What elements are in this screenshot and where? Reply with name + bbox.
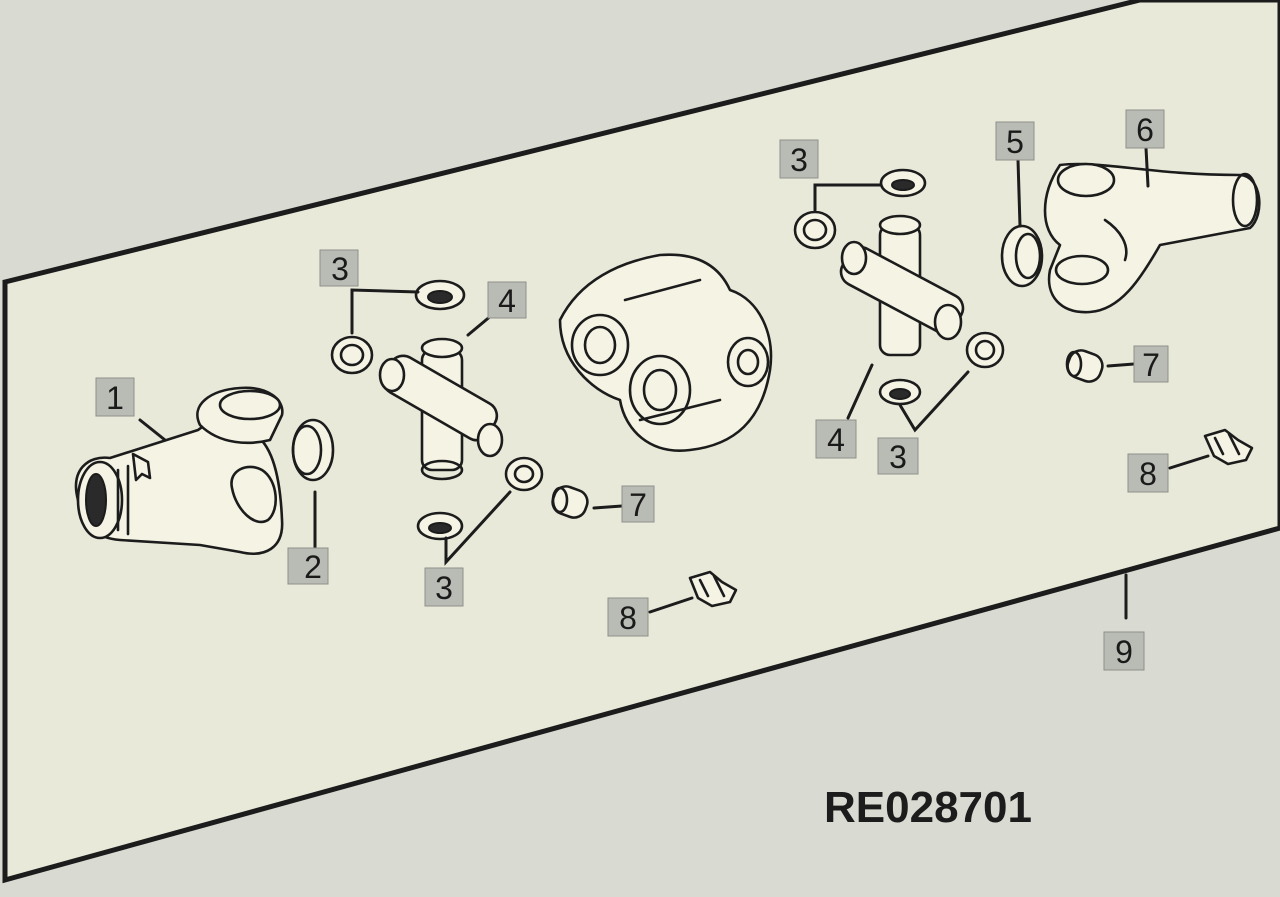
callout-4-right: 4 (815, 419, 857, 459)
callout-3-right-lower: 3 (877, 437, 919, 475)
left-bushing-part (551, 485, 589, 519)
leader-3-right-upper (813, 183, 882, 212)
callout-7-left: 7 (621, 485, 655, 523)
callout-7-left-label: 7 (629, 487, 647, 523)
callout-9-label: 9 (1115, 634, 1133, 670)
callout-4-left-label: 4 (498, 283, 516, 319)
callout-7-right-label: 7 (1142, 347, 1160, 383)
callout-3-left-lower-label: 3 (435, 570, 453, 606)
slip-yoke-part (74, 386, 284, 555)
leader-3-left-lower (444, 490, 512, 566)
tube-yoke-part (1043, 162, 1261, 314)
right-bushing-part (1065, 349, 1104, 383)
left-bearing-cup-top (414, 279, 466, 311)
right-seal-ring-part (1000, 224, 1044, 288)
right-snap-ring-lower (965, 331, 1005, 369)
right-grease-fitting (1203, 428, 1254, 466)
leader-6 (1144, 146, 1150, 188)
left-snap-ring-upper (330, 335, 374, 375)
callout-3-right-lower-label: 3 (889, 439, 907, 475)
right-universal-cross (839, 214, 965, 357)
leader-7-right (1106, 362, 1136, 368)
left-universal-cross (378, 337, 504, 481)
callout-3-left-upper: 3 (319, 249, 359, 287)
center-grease-fitting (688, 570, 738, 608)
callout-9: 9 (1103, 631, 1145, 671)
leader-1 (138, 418, 167, 442)
callout-1: 1 (95, 377, 135, 417)
callout-7-right: 7 (1133, 345, 1169, 383)
callout-4-right-label: 4 (827, 422, 845, 458)
leader-3-right-lower (898, 370, 970, 433)
leader-5 (1016, 158, 1022, 228)
callout-3-right-upper-label: 3 (790, 142, 808, 178)
right-bearing-cup-bottom (878, 378, 922, 406)
callout-8-right-label: 8 (1139, 456, 1157, 492)
leader-8-right (1168, 454, 1210, 470)
callout-8-center: 8 (607, 597, 649, 637)
reference-code: RE028701 (824, 783, 1032, 832)
callout-3-right-upper: 3 (779, 139, 819, 179)
callout-2-label: 2 (304, 549, 322, 585)
center-coupling-yoke (558, 253, 773, 452)
left-snap-ring-lower (504, 456, 544, 492)
callout-2: 2 (287, 547, 329, 585)
callout-1-label: 1 (106, 380, 124, 416)
left-bearing-cup-bottom (416, 511, 464, 541)
callout-6-label: 6 (1136, 112, 1154, 148)
seal-ring-part (291, 418, 335, 482)
leader-8-center (648, 596, 694, 614)
callout-5: 5 (995, 121, 1035, 161)
callout-3-left-lower: 3 (424, 567, 464, 607)
callout-8-right: 8 (1127, 453, 1169, 493)
callout-3-left-upper-label: 3 (331, 251, 349, 287)
leader-4-right (846, 363, 874, 420)
callout-6: 6 (1125, 109, 1165, 149)
right-bearing-cup-top (879, 168, 927, 198)
callout-4-left: 4 (487, 281, 527, 319)
leader-7-left (592, 504, 624, 510)
callout-5-label: 5 (1006, 124, 1024, 160)
leader-3-left-upper (350, 288, 420, 335)
right-snap-ring-upper (793, 210, 837, 250)
callout-8-center-label: 8 (619, 600, 637, 636)
